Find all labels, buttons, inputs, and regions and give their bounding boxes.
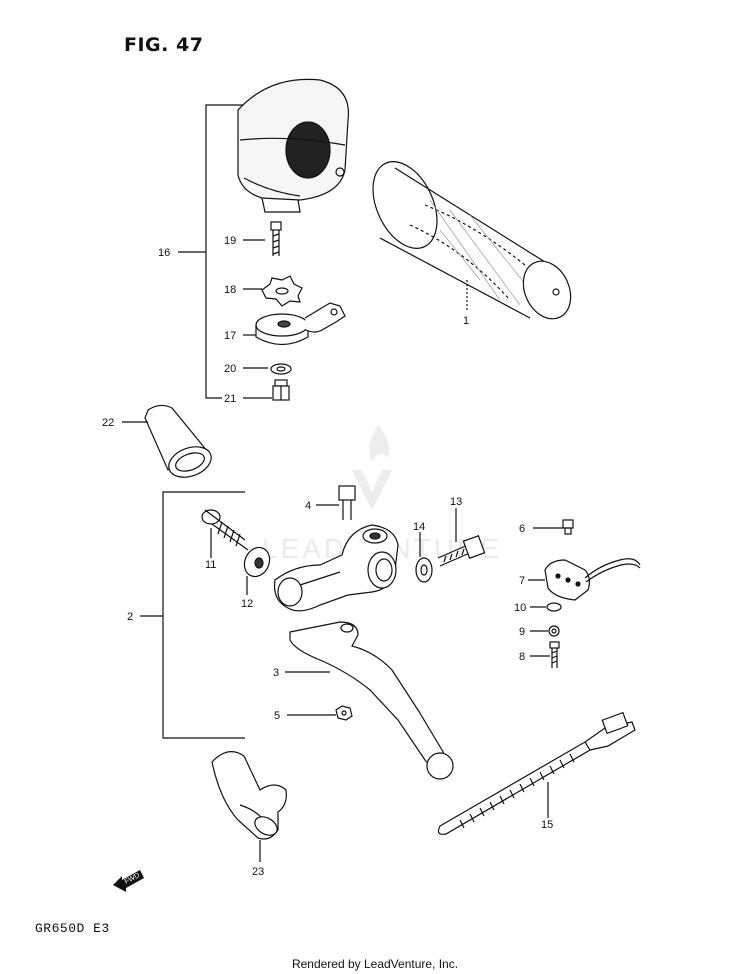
nut-9 — [548, 625, 560, 637]
bolt-4 — [316, 485, 356, 520]
handlebar-grip — [372, 161, 572, 320]
callout-18: 18 — [224, 284, 236, 296]
callout-12: 12 — [241, 598, 253, 610]
throttle-cam-17 — [255, 302, 346, 346]
footer-credit: Rendered by LeadVenture, Inc. — [291, 957, 459, 971]
callout-16: 16 — [158, 247, 170, 259]
callout-17: 17 — [224, 330, 236, 342]
star-washer-18 — [261, 275, 303, 307]
callout-20: 20 — [224, 363, 236, 375]
boot-22 — [122, 404, 212, 478]
callout-7: 7 — [519, 575, 525, 587]
callout-1: 1 — [463, 315, 469, 327]
figure-title: FIG. 47 — [124, 34, 204, 56]
washer-20 — [270, 363, 292, 375]
switch-housing — [237, 78, 350, 213]
callout-6: 6 — [519, 523, 525, 535]
callout-10: 10 — [514, 602, 526, 614]
pivot-bolt-13 — [437, 508, 486, 567]
callout-5: 5 — [274, 710, 280, 722]
bracket-2 — [162, 491, 245, 739]
clutch-lever-3 — [285, 621, 454, 780]
model-code: GR650D E3 — [35, 921, 110, 936]
callout-21: 21 — [224, 393, 236, 405]
callout-4: 4 — [305, 500, 311, 512]
callout-14: 14 — [413, 521, 425, 533]
adjuster-bolt-11 — [201, 509, 249, 558]
callout-labels: 1 2 3 4 5 6 7 8 9 10 11 12 13 14 15 16 1… — [102, 235, 553, 878]
callout-23: 23 — [252, 866, 264, 878]
callout-22: 22 — [102, 417, 114, 429]
screw-21 — [272, 379, 290, 401]
callout-8: 8 — [519, 651, 525, 663]
callout-13: 13 — [450, 496, 462, 508]
callout-9: 9 — [519, 626, 525, 638]
callout-15: 15 — [541, 819, 553, 831]
clutch-switch-7 — [528, 558, 641, 601]
nut-5 — [287, 705, 353, 721]
cable-tie-15 — [437, 711, 636, 835]
lever-holder — [273, 524, 399, 612]
washer-10 — [546, 602, 562, 612]
watermark-flame-icon — [369, 425, 389, 462]
callout-19: 19 — [224, 235, 236, 247]
callout-3: 3 — [273, 667, 279, 679]
callout-11: 11 — [205, 559, 216, 571]
lever-cover-23 — [211, 751, 287, 862]
watermark-v-icon — [352, 470, 392, 510]
washer-14 — [415, 557, 433, 583]
locknut-12 — [243, 546, 271, 595]
screw-6 — [533, 519, 574, 535]
screw-19 — [270, 221, 282, 256]
fwd-arrow-icon: FWD — [113, 870, 144, 892]
screw-8 — [530, 641, 560, 668]
callout-2: 2 — [127, 611, 133, 623]
